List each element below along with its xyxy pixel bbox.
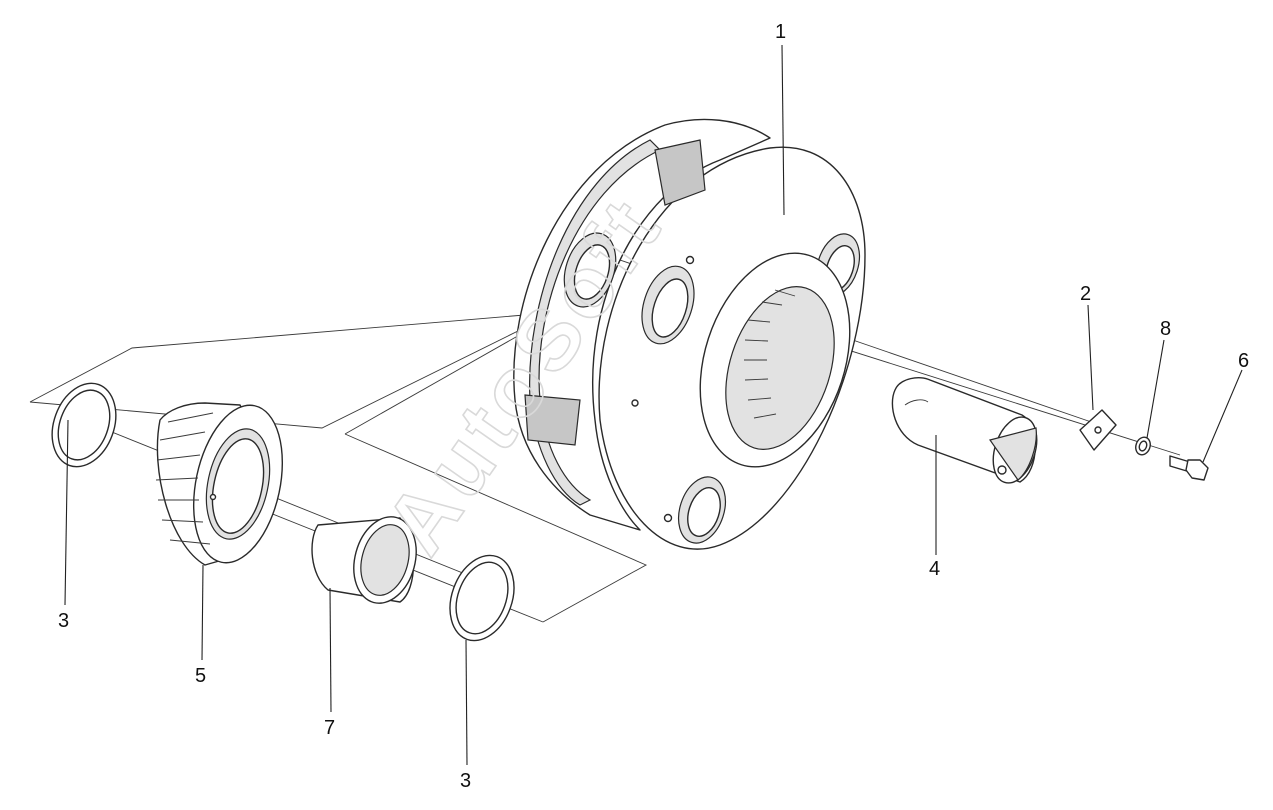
planet-pin xyxy=(891,377,1038,484)
lock-washer xyxy=(1135,436,1151,456)
callout-7: 7 xyxy=(324,717,335,739)
callout-labels: 1 2 8 6 4 3 5 7 3 xyxy=(58,21,1249,792)
planet-gear xyxy=(155,402,284,566)
callout-2: 2 xyxy=(1080,283,1091,305)
callout-4: 4 xyxy=(929,558,940,580)
callout-8: 8 xyxy=(1160,318,1171,340)
planet-carrier xyxy=(513,118,866,550)
callout-1: 1 xyxy=(775,21,786,43)
callout-6: 6 xyxy=(1238,350,1249,372)
thrust-washer-right xyxy=(449,554,515,642)
callout-3-right: 3 xyxy=(460,770,471,792)
lock-plate xyxy=(1079,409,1117,451)
callout-5: 5 xyxy=(195,665,206,687)
callout-3-left: 3 xyxy=(58,610,69,632)
bushing xyxy=(311,516,417,604)
leader-lines xyxy=(64,44,1243,766)
bolt xyxy=(1169,455,1209,481)
